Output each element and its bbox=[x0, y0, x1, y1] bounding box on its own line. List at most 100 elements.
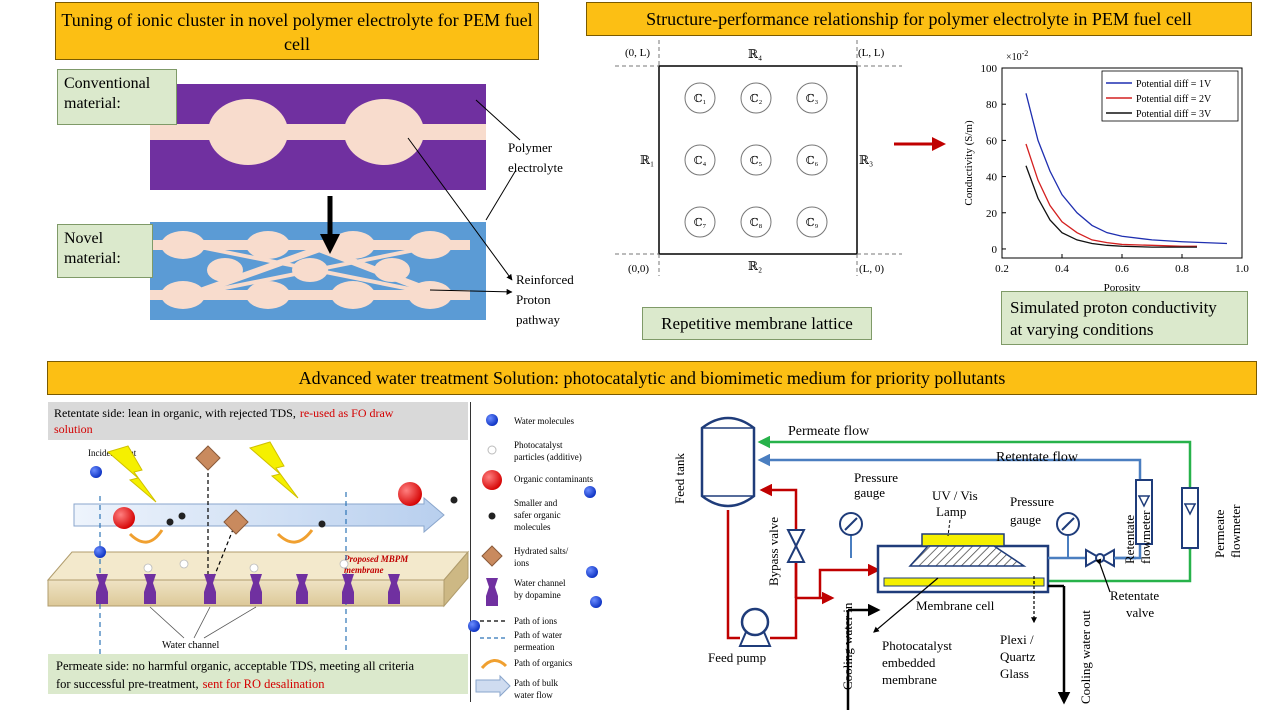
legend-label: Path of ions bbox=[514, 616, 557, 626]
legend-label: safer organic bbox=[514, 510, 561, 520]
corner-label: (L, L) bbox=[858, 47, 885, 59]
legend-label: by dopamine bbox=[514, 590, 561, 600]
corner-label: (0, L) bbox=[625, 47, 650, 59]
boundary-label: ℝ₁ bbox=[640, 153, 654, 167]
x-tick-label: 1.0 bbox=[1235, 263, 1249, 275]
lattice-cell bbox=[796, 144, 828, 176]
permeate-flow-label: Permeate flow bbox=[788, 424, 870, 439]
retentate-flowmeter-label: flowmeter bbox=[1138, 510, 1153, 564]
small-organic bbox=[450, 496, 458, 504]
organics-path-icon bbox=[480, 659, 508, 670]
water-molecule bbox=[584, 486, 596, 498]
feed-pump-label: Feed pump bbox=[708, 650, 766, 665]
lattice-cell-label: ℂ₂ bbox=[750, 93, 763, 105]
red-arrow-icon bbox=[894, 137, 946, 151]
organic-contaminant bbox=[398, 482, 422, 506]
feed-pump-icon bbox=[738, 607, 772, 647]
corner-label: (L, 0) bbox=[859, 263, 884, 275]
lattice-cell-label: ℂ₉ bbox=[806, 217, 819, 229]
lattice-diagram: (0, L) (L, L) (0,0) (L, 0) ℝ₄ ℝ₂ ℝ₁ ℝ₃ ℂ… bbox=[615, 40, 902, 276]
feed-tank-label: Feed tank bbox=[672, 453, 687, 504]
conventional-channel bbox=[150, 124, 486, 140]
organic-contaminant-icon bbox=[482, 470, 502, 490]
bulk-flow-arrow bbox=[73, 496, 445, 534]
lattice-cell-label: ℂ₃ bbox=[806, 93, 819, 105]
permeate-flowmeter-icon bbox=[1181, 487, 1199, 549]
legend-label: molecules bbox=[514, 522, 551, 532]
photocatalyst-label: embedded bbox=[882, 655, 936, 670]
process-flow-diagram: Permeate flow Retentate flow Feed tank B… bbox=[672, 416, 1243, 710]
water-channels bbox=[96, 574, 400, 604]
permeate-text: Permeate side: no harmful organic, accep… bbox=[56, 659, 415, 673]
cooling-out-label: Cooling water out bbox=[1078, 610, 1093, 704]
plexi-label: Glass bbox=[1000, 666, 1029, 681]
panel3-title: Advanced water treatment Solution: photo… bbox=[47, 361, 1257, 395]
lattice-cell-label: ℂ₇ bbox=[694, 217, 707, 229]
hydrated-salt bbox=[195, 445, 221, 471]
water-channel-icon bbox=[486, 578, 498, 606]
legend-label: Hydrated salts/ bbox=[514, 546, 569, 556]
legend-label: water flow bbox=[514, 690, 553, 700]
lattice-caption: Repetitive membrane lattice bbox=[642, 307, 872, 340]
legend-entry: Potential diff = 3V bbox=[1136, 109, 1212, 120]
x-tick-label: 0.4 bbox=[1055, 263, 1069, 275]
down-arrow-icon bbox=[320, 234, 340, 254]
boundary-label: ℝ₄ bbox=[748, 47, 762, 61]
retentate-valve-icon bbox=[1085, 548, 1115, 568]
photocatalyst-label: Photocatalyst bbox=[882, 638, 952, 653]
lattice-cell bbox=[796, 82, 828, 114]
panel1-title: Tuning of ionic cluster in novel polymer… bbox=[55, 2, 539, 60]
boundary-label: ℝ₂ bbox=[748, 259, 762, 273]
lattice-cell bbox=[740, 206, 772, 238]
retentate-text: solution bbox=[54, 422, 93, 436]
panel-divider bbox=[470, 402, 471, 702]
lattice-cell-label: ℂ₅ bbox=[750, 155, 763, 167]
lamp-label: Lamp bbox=[936, 504, 966, 519]
reinforced-label: Proton bbox=[516, 292, 551, 307]
chart-caption: Simulated proton conductivity at varying… bbox=[1001, 291, 1248, 345]
legend-label: Photocatalyst bbox=[514, 440, 563, 450]
lamp-label: UV / Vis bbox=[932, 488, 978, 503]
conventional-label: Conventional material: bbox=[57, 69, 177, 125]
water-legend: Water molecules Photocatalyst particles … bbox=[468, 414, 602, 700]
plexi-label: Quartz bbox=[1000, 649, 1036, 664]
pressure-gauge-label: Pressure bbox=[854, 470, 898, 485]
small-organic bbox=[178, 512, 186, 520]
retentate-valve-label: Retentate bbox=[1110, 588, 1159, 603]
pressure-gauge-icon bbox=[1056, 512, 1080, 536]
water-molecule-icon bbox=[486, 414, 498, 426]
small-organic bbox=[166, 518, 174, 526]
legend-label: ions bbox=[514, 558, 530, 568]
water-molecule bbox=[586, 566, 598, 578]
legend-label: Path of organics bbox=[514, 658, 573, 668]
retentate-valve-label: valve bbox=[1126, 605, 1154, 620]
lightning-icon bbox=[248, 441, 299, 499]
hydrated-salt bbox=[223, 509, 249, 535]
cooling-in-label: Cooling water in bbox=[840, 602, 855, 690]
water-molecule bbox=[468, 620, 480, 632]
series-line bbox=[1025, 165, 1197, 248]
legend-entry: Potential diff = 1V bbox=[1136, 79, 1212, 90]
pressure-gauge-icon bbox=[839, 512, 863, 536]
organic-contaminant bbox=[113, 507, 135, 529]
retentate-flowmeter-icon bbox=[1135, 479, 1153, 545]
plexi-label: Plexi / bbox=[1000, 632, 1034, 647]
legend-label: Path of bulk bbox=[514, 678, 558, 688]
lattice-cell bbox=[684, 82, 716, 114]
legend-label: Water channel bbox=[514, 578, 566, 588]
photocatalyst-icon bbox=[487, 445, 497, 455]
series-line bbox=[1025, 93, 1228, 245]
permeate-flowmeter-label: Permeate bbox=[1212, 509, 1227, 558]
pressure-gauge-label: Pressure bbox=[1010, 494, 1054, 509]
legend-label: Path of water bbox=[514, 630, 562, 640]
novel-channels bbox=[150, 231, 470, 309]
panel2-title: Structure-performance relationship for p… bbox=[586, 2, 1252, 36]
y-tick-label: 20 bbox=[986, 208, 998, 220]
legend-label: Smaller and bbox=[514, 498, 558, 508]
water-molecule bbox=[90, 466, 102, 478]
small-organic bbox=[318, 520, 326, 528]
ionic-cluster bbox=[208, 99, 288, 165]
legend-label: permeation bbox=[514, 642, 555, 652]
x-tick-label: 0.6 bbox=[1115, 263, 1129, 275]
